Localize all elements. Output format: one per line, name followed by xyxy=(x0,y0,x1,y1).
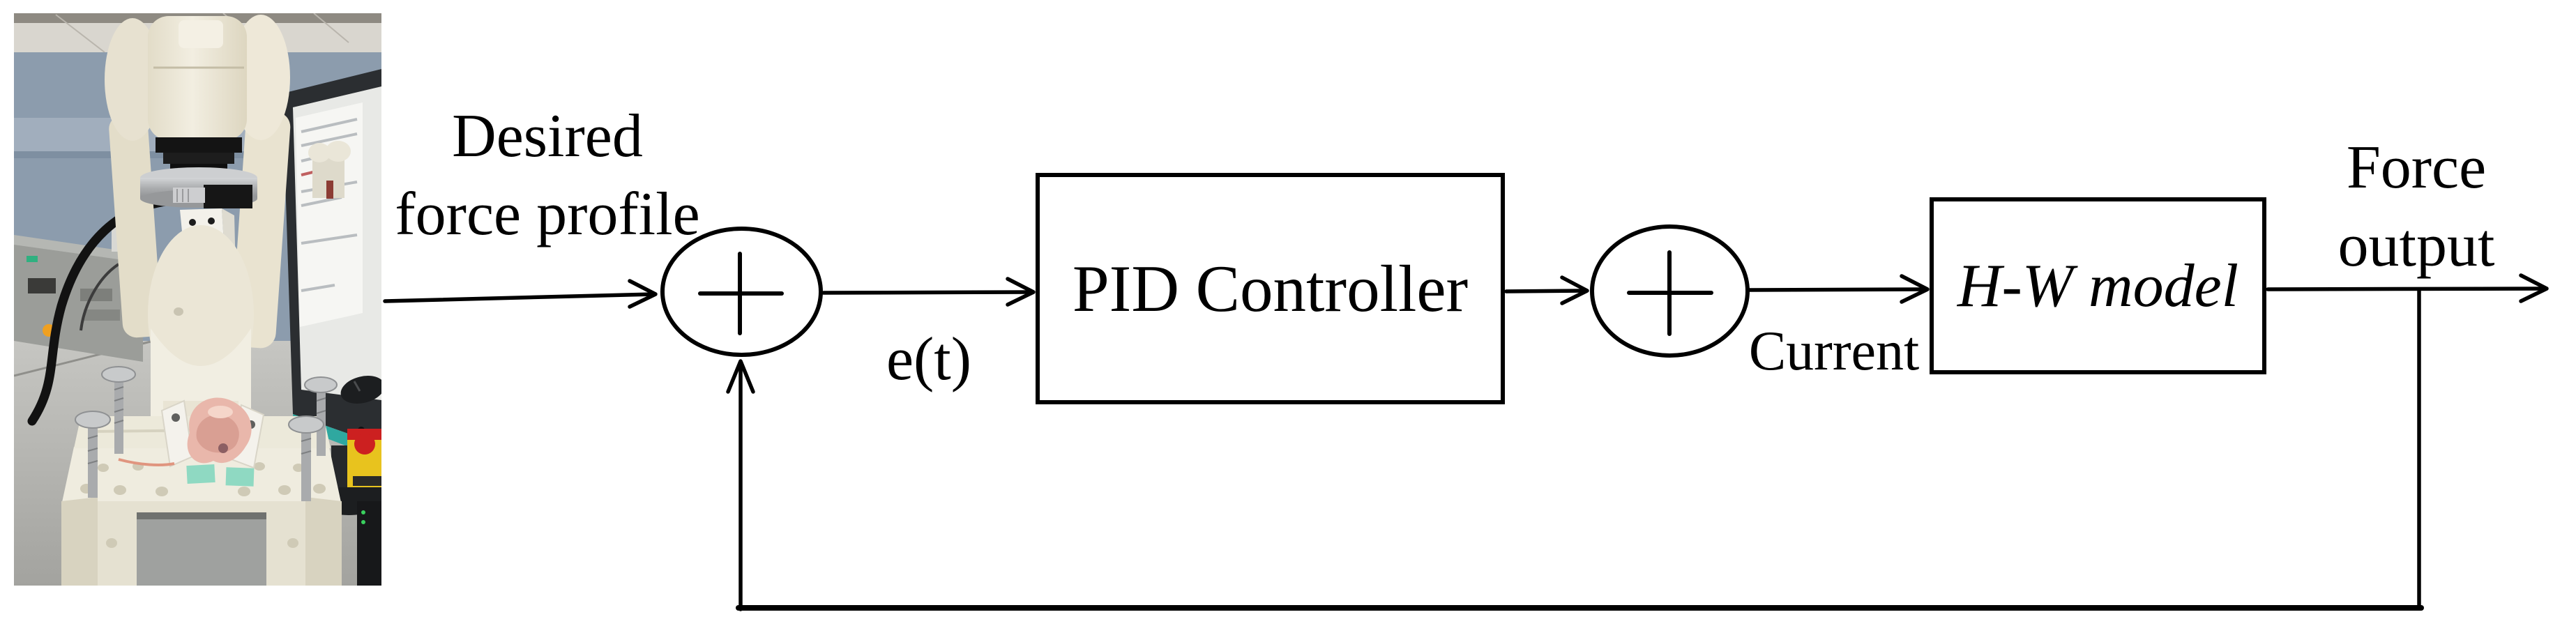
photo-bolts xyxy=(75,366,338,501)
feedback-arrowhead xyxy=(726,359,755,394)
force-output-line1: Force xyxy=(2346,134,2487,201)
desired-label-line1: Desired xyxy=(452,102,643,170)
force-output-label: Force output xyxy=(2315,129,2517,285)
desired-force-profile-label: Desired force profile xyxy=(349,98,746,254)
error-signal-label: e(t) xyxy=(886,326,972,393)
current-signal-label: Current xyxy=(1748,321,1920,382)
photo-fixture xyxy=(61,366,342,586)
error-arrow xyxy=(821,277,1036,307)
pid-controller-label: PID Controller xyxy=(1072,252,1469,326)
photo-accessories xyxy=(340,376,381,586)
current-arrow xyxy=(1748,274,1930,304)
desired-label-line2: force profile xyxy=(395,181,700,248)
photo-tissue-sample xyxy=(118,397,252,466)
setup-photo xyxy=(14,13,381,586)
force-output-line2: output xyxy=(2338,212,2495,280)
current-summing-junction xyxy=(1590,224,1750,358)
input-arrow xyxy=(383,279,658,309)
pid-controller-block: PID Controller xyxy=(1036,173,1505,404)
photo-background-robot xyxy=(308,141,351,199)
photo-equipment-box xyxy=(14,222,143,362)
photo-cable-thin xyxy=(79,263,120,331)
pid-output-arrow xyxy=(1504,275,1589,305)
hw-model-block: H-W model xyxy=(1930,197,2266,374)
error-summing-junction xyxy=(660,227,823,357)
hw-model-label: H-W model xyxy=(1957,252,2239,320)
